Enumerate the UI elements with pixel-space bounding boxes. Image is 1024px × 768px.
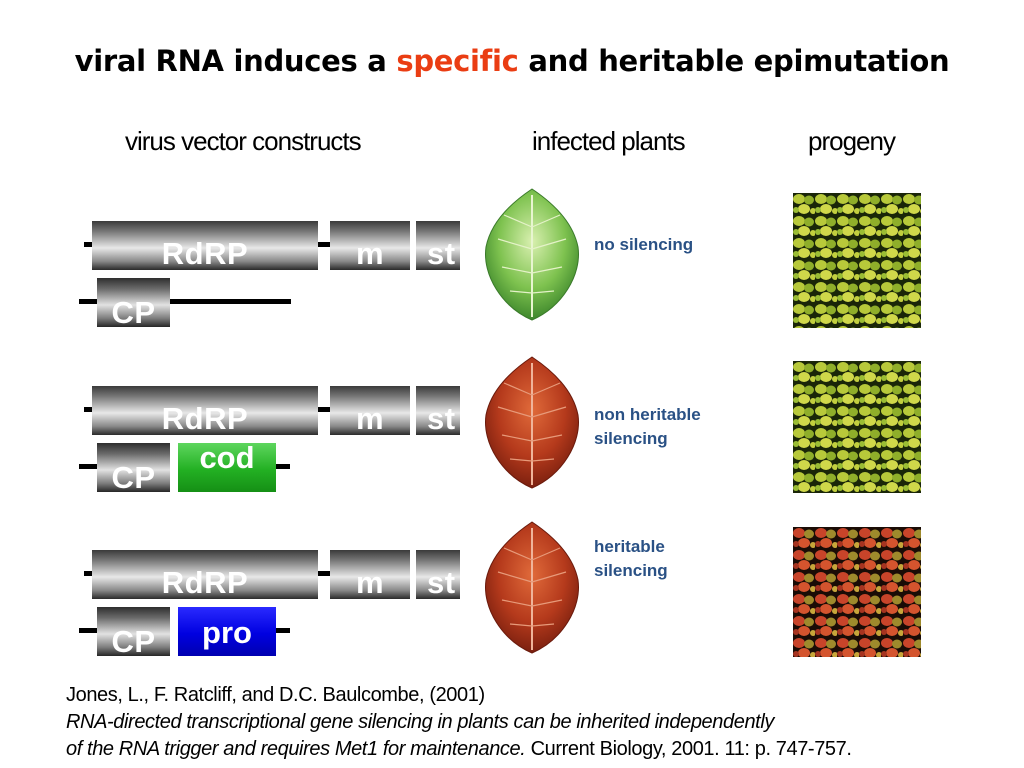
vector-line [79, 628, 99, 633]
reference-journal: Current Biology, 2001. 11: p. 747-757. [525, 738, 852, 760]
reference-title-text: of the RNA trigger and requires Met1 for… [66, 738, 526, 760]
cp-gene: CP [97, 278, 170, 327]
rdrp-gene: RdRP [92, 221, 318, 270]
m-gene: m [330, 221, 410, 270]
cod-insert: cod [178, 442, 276, 492]
vector-line [318, 407, 330, 412]
slide-title: viral RNA induces a specific and heritab… [0, 44, 1024, 78]
reference-title-line2: of the RNA trigger and requires Met1 for… [66, 738, 852, 761]
progeny-red-image [793, 527, 921, 657]
progeny-green-image [793, 193, 921, 328]
vector-line [276, 464, 290, 469]
vector-line [79, 299, 99, 304]
st-gene: st [416, 550, 460, 599]
vector-line [318, 242, 330, 247]
outcome-label-3: heritable silencing [594, 535, 668, 583]
vector-line [84, 407, 94, 412]
progeny-green-image [793, 361, 921, 493]
title-part2: and heritable epimutation [518, 44, 950, 78]
vector-line [170, 299, 291, 304]
rdrp-gene: RdRP [92, 550, 318, 599]
outcome-line2: silencing [594, 561, 668, 580]
reference-authors: Jones, L., F. Ratcliff, and D.C. Baulcom… [66, 684, 485, 706]
cp-gene: CP [97, 443, 170, 492]
reference-title-line1: RNA-directed transcriptional gene silenc… [66, 711, 774, 734]
rdrp-gene: RdRP [92, 386, 318, 435]
vector-line [79, 464, 99, 469]
outcome-line1: heritable [594, 537, 665, 556]
cp-gene: CP [97, 607, 170, 656]
reference-title-text: RNA-directed transcriptional gene silenc… [66, 711, 774, 733]
m-gene: m [330, 550, 410, 599]
vector-line [84, 242, 94, 247]
vector-line [276, 628, 290, 633]
outcome-label-1: no silencing [594, 233, 693, 257]
column-header-progeny: progeny [808, 126, 896, 156]
vector-line [84, 571, 94, 576]
title-highlight: specific [396, 44, 519, 78]
pro-insert: pro [178, 607, 276, 656]
leaf-green-image [485, 188, 579, 321]
title-part1: viral RNA induces a [74, 44, 397, 78]
outcome-line2: silencing [594, 429, 668, 448]
vector-line [318, 571, 330, 576]
m-gene: m [330, 386, 410, 435]
column-header-constructs: virus vector constructs [125, 126, 362, 156]
leaf-red-image [485, 356, 579, 489]
st-gene: st [416, 386, 460, 435]
st-gene: st [416, 221, 460, 270]
outcome-line1: no silencing [594, 235, 694, 254]
leaf-red-image [485, 521, 579, 654]
outcome-line1: non heritable [594, 405, 701, 424]
column-header-infected: infected plants [532, 126, 686, 156]
outcome-label-2: non heritable silencing [594, 403, 701, 451]
